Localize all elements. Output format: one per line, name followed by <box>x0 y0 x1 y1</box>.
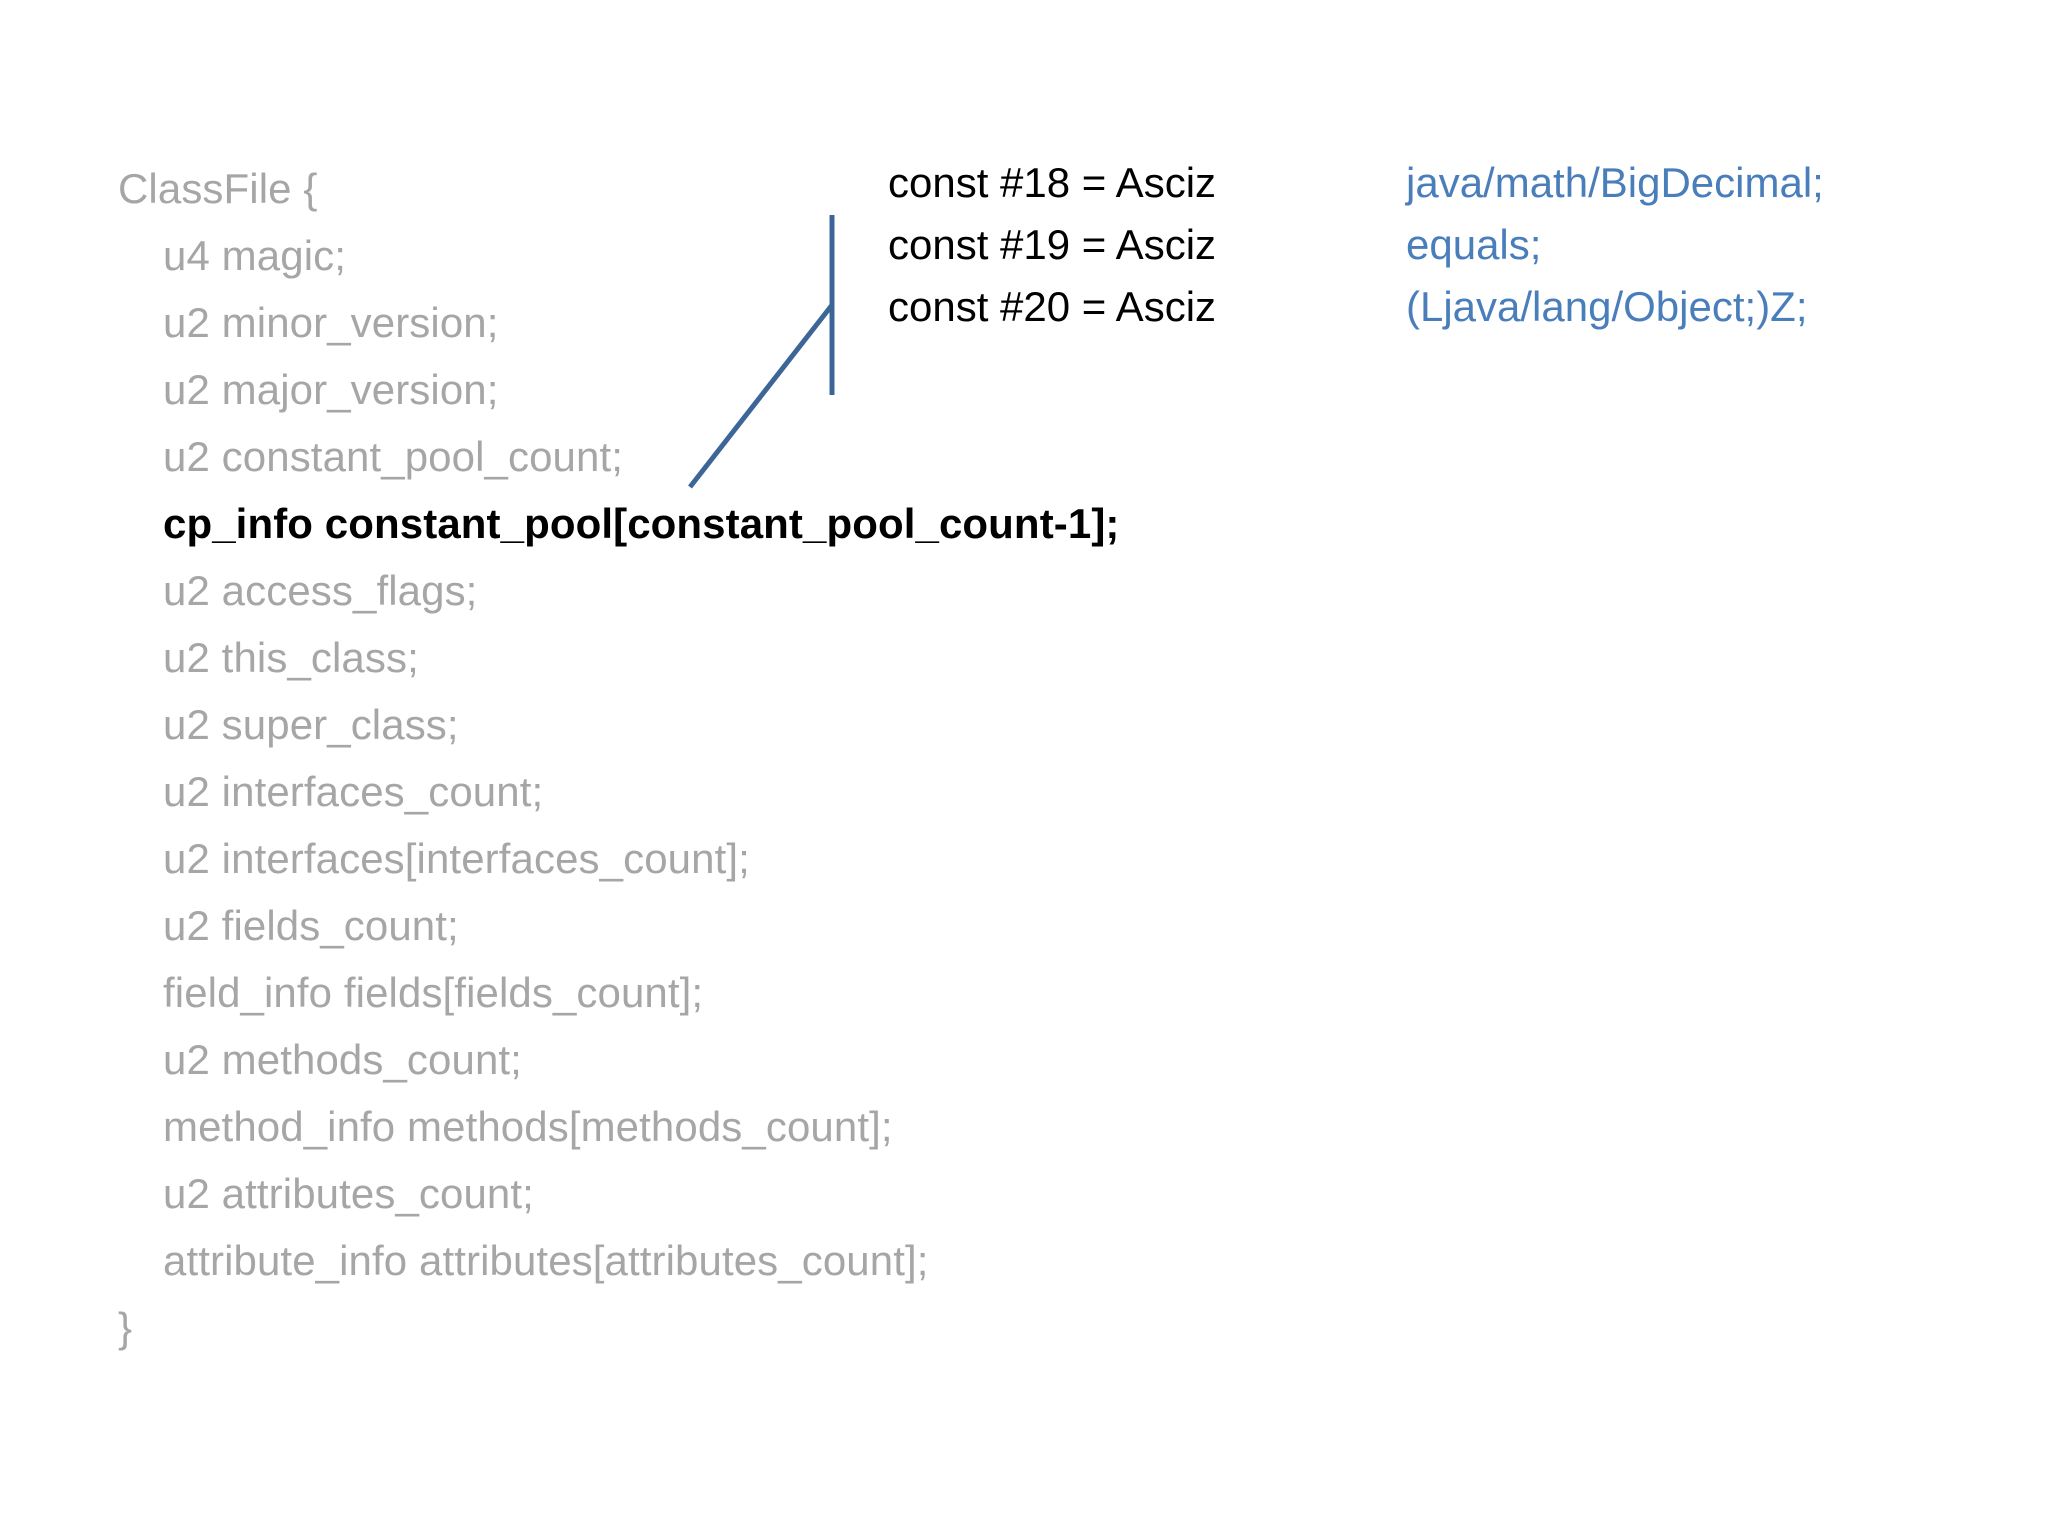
struct-line-constant-pool-highlight: cp_info constant_pool[constant_pool_coun… <box>163 500 1120 547</box>
const-entry-label: const #20 = Asciz <box>888 283 1217 330</box>
const-entry-value: (Ljava/lang/Object;)Z; <box>1406 283 1808 330</box>
constant-pool-value-column: java/math/BigDecimal; equals; (Ljava/lan… <box>1406 152 1824 338</box>
classfile-struct-listing: ClassFile { u4 magic; u2 minor_version; … <box>118 155 1120 1361</box>
const-entry-value: equals; <box>1406 221 1542 268</box>
struct-line: ClassFile { <box>118 165 318 212</box>
constant-pool-const-column: const #18 = Asciz const #19 = Asciz cons… <box>888 152 1216 338</box>
struct-line: field_info fields[fields_count]; <box>163 969 704 1016</box>
struct-line: u2 this_class; <box>163 634 419 681</box>
struct-line: u2 super_class; <box>163 701 459 748</box>
struct-line: } <box>118 1304 133 1351</box>
struct-line: u2 major_version; <box>163 366 499 413</box>
struct-line: u2 fields_count; <box>163 902 459 949</box>
struct-line: u4 magic; <box>163 232 346 279</box>
struct-line: u2 interfaces_count; <box>163 768 544 815</box>
struct-line: u2 methods_count; <box>163 1036 522 1083</box>
const-entry-label: const #18 = Asciz <box>888 159 1217 206</box>
struct-line: method_info methods[methods_count]; <box>163 1103 893 1150</box>
struct-line: u2 attributes_count; <box>163 1170 534 1217</box>
struct-line: u2 constant_pool_count; <box>163 433 623 480</box>
struct-line: u2 minor_version; <box>163 299 499 346</box>
struct-line: u2 access_flags; <box>163 567 478 614</box>
struct-line: attribute_info attributes[attributes_cou… <box>163 1237 929 1284</box>
struct-line: u2 interfaces[interfaces_count]; <box>163 835 750 882</box>
const-entry-value: java/math/BigDecimal; <box>1406 159 1824 206</box>
const-entry-label: const #19 = Asciz <box>888 221 1217 268</box>
